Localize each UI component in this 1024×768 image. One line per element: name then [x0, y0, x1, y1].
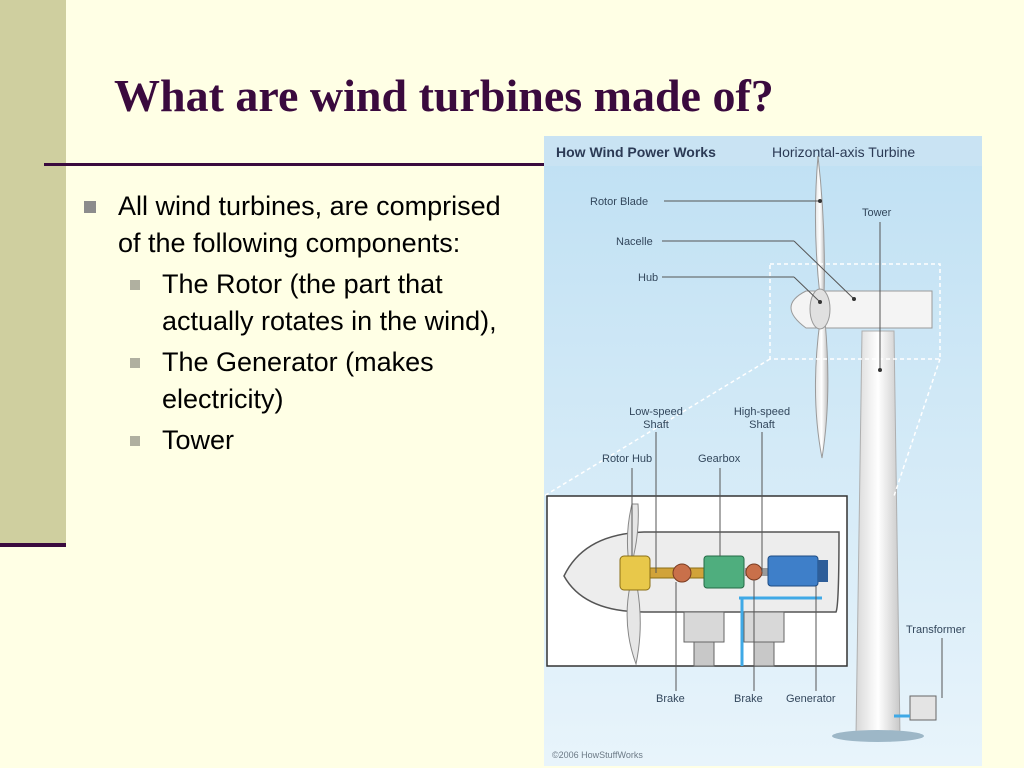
sub-bullet-text: Tower	[162, 425, 235, 455]
label-high-speed-2: Shaft	[749, 419, 775, 431]
wind-turbine-diagram: How Wind Power Works Horizontal-axis Tur…	[544, 136, 982, 766]
brake-part-right	[745, 563, 763, 581]
sub-bullet-item: The Rotor (the part that actually rotate…	[118, 266, 530, 340]
label-nacelle: Nacelle	[616, 236, 653, 248]
figure-subtitle: Horizontal-axis Turbine	[772, 144, 915, 160]
label-generator: Generator	[786, 693, 836, 705]
sub-bullet-item: Tower	[118, 422, 530, 459]
rotor-hub-part	[619, 555, 651, 591]
sub-bullet-text: The Generator (makes electricity)	[162, 347, 434, 414]
left-accent-rule	[0, 543, 66, 547]
rotor-blade-upper	[814, 155, 825, 297]
left-accent-band	[0, 0, 66, 544]
bullet-text: All wind turbines, are comprised of the …	[118, 191, 501, 258]
generator-part	[767, 555, 819, 587]
label-brake-right: Brake	[734, 693, 763, 705]
brake-part-left	[672, 563, 692, 583]
label-brake-left: Brake	[656, 693, 685, 705]
copyright-note: ©2006 HowStuffWorks	[552, 750, 643, 760]
tower-base	[832, 730, 924, 742]
label-rotor-hub: Rotor Hub	[602, 453, 652, 465]
figure-header-band	[544, 136, 982, 166]
bullet-list: All wind turbines, are comprised of the …	[80, 188, 530, 463]
sub-bullet-text: The Rotor (the part that actually rotate…	[162, 269, 497, 336]
sub-bullet-item: The Generator (makes electricity)	[118, 344, 530, 418]
label-rotor-blade: Rotor Blade	[590, 196, 648, 208]
label-gearbox: Gearbox	[698, 453, 741, 465]
title-divider	[44, 163, 554, 166]
turbine-illustration: How Wind Power Works Horizontal-axis Tur…	[544, 136, 982, 766]
gearbox-part	[703, 555, 745, 589]
label-hub: Hub	[638, 272, 658, 284]
hub-shape	[809, 288, 831, 330]
label-low-speed-1: Low-speed	[629, 406, 683, 418]
label-tower: Tower	[862, 207, 892, 219]
zoom-region	[769, 263, 941, 360]
rotor-blade-lower	[814, 320, 829, 459]
sub-bullet-list: The Rotor (the part that actually rotate…	[118, 266, 530, 459]
label-high-speed-1: High-speed	[734, 406, 790, 418]
bullet-item: All wind turbines, are comprised of the …	[80, 188, 530, 459]
label-low-speed-2: Shaft	[643, 419, 669, 431]
figure-brand-title: How Wind Power Works	[556, 144, 716, 160]
tower-shape	[855, 330, 901, 737]
transformer-shape	[909, 695, 937, 721]
label-transformer: Transformer	[906, 624, 966, 636]
slide-title: What are wind turbines made of?	[114, 70, 774, 121]
